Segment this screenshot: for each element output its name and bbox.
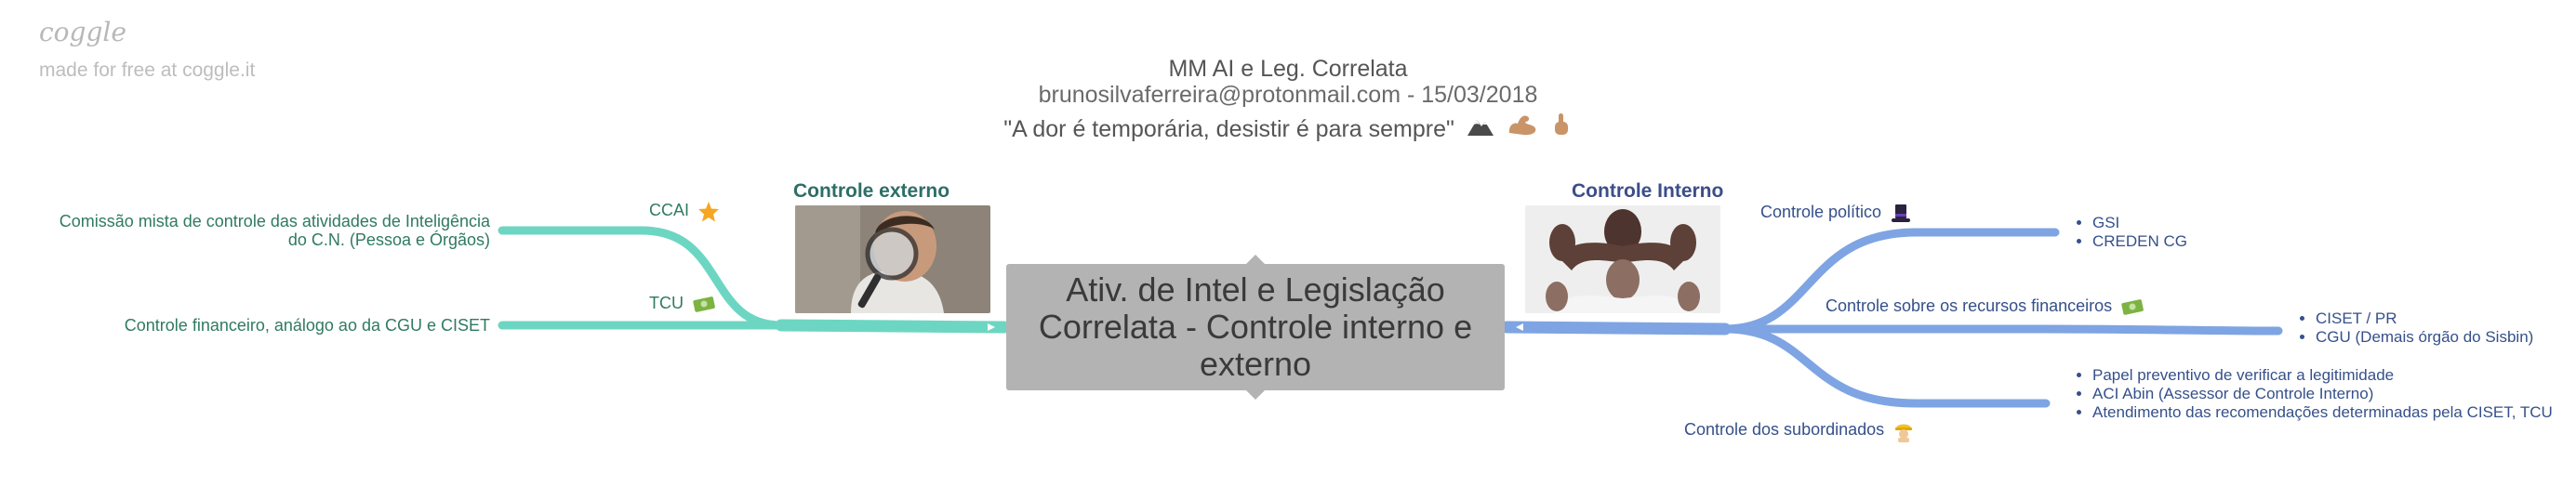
controle-externo-image [795,205,990,313]
branch-line-recursos-financeiros [1720,324,2283,336]
node-recursos-financeiros-label: Controle sobre os recursos financeiros [1826,296,2113,315]
branch-line-controle-interno [1500,321,1732,336]
branch-title-controle-externo[interactable]: Controle externo [793,180,950,202]
map-title: MM AI e Leg. Correlata [1168,56,1408,82]
connector-chevron [988,323,995,331]
author-email: brunosilvaferreira@protonmail.com [1038,82,1401,108]
list-item[interactable]: Papel preventivo de verificar a legitimi… [2092,366,2556,385]
list-controle-subordinados: Papel preventivo de verificar a legitimi… [2072,366,2556,422]
central-node-caret-down [1246,390,1265,400]
map-date: 15/03/2018 [1421,82,1538,108]
controle-interno-image [1525,205,1720,313]
mountain-icon [1467,114,1494,142]
coggle-logo[interactable]: coggle [39,17,126,47]
node-ccai-label: CCAI [649,201,690,219]
node-controle-politico[interactable]: Controle político [1760,203,1911,223]
author-separator: - [1401,82,1422,108]
list-item[interactable]: ACI Abin (Assessor de Controle Interno) [2092,385,2556,403]
quote-text: "A dor é temporária, desistir é para sem… [1003,116,1454,142]
central-node[interactable]: Ativ. de Intel e Legislação Correlata - … [1006,264,1505,390]
central-node-caret-up [1246,255,1265,264]
node-controle-politico-label: Controle político [1760,203,1882,221]
node-tcu-label: TCU [649,294,684,312]
list-item[interactable]: Atendimento das recomendações determinad… [2092,403,2556,422]
list-recursos-financeiros: CISET / PR CGU (Demais órgão do Sisbin) [2295,309,2533,347]
list-item[interactable]: CREDEN CG [2092,232,2187,251]
node-recursos-financeiros[interactable]: Controle sobre os recursos financeiros [1826,296,2144,317]
money-icon [2120,296,2144,317]
map-quote: "A dor é temporária, desistir é para sem… [0,112,2576,143]
node-tcu[interactable]: TCU [649,294,715,314]
branch-line-ccai [498,226,786,330]
node-ccai[interactable]: CCAI [649,201,720,222]
list-controle-politico: GSI CREDEN CG [2072,214,2187,251]
node-controle-subordinados[interactable]: Controle dos subordinados [1684,420,1913,443]
map-author-line: brunosilvaferreira@protonmail.com - 15/0… [0,82,2576,109]
star-icon [697,201,720,222]
leaf-tcu-description[interactable]: Controle financeiro, análogo ao da CGU e… [124,316,490,335]
worker-icon [1892,420,1913,443]
pointing-up-icon [1550,112,1573,142]
connector-chevron [1516,323,1523,331]
money-icon [692,294,715,314]
branch-line-controle-politico [1720,228,2060,334]
flexed-biceps-icon [1507,112,1538,142]
branch-title-controle-interno[interactable]: Controle Interno [1572,180,1724,202]
list-item[interactable]: CGU (Demais órgão do Sisbin) [2316,328,2533,347]
node-controle-subordinados-label: Controle dos subordinados [1684,420,1885,439]
brand-tagline[interactable]: made for free at coggle.it [39,59,256,81]
list-item[interactable]: CISET / PR [2316,309,2533,328]
list-item[interactable]: GSI [2092,214,2187,232]
leaf-ccai-description[interactable]: Comissão mista de controle das atividade… [59,212,490,249]
top-hat-icon [1890,203,1911,223]
branch-line-controle-externo [775,319,1011,334]
branch-line-subordinados [1720,324,2051,408]
